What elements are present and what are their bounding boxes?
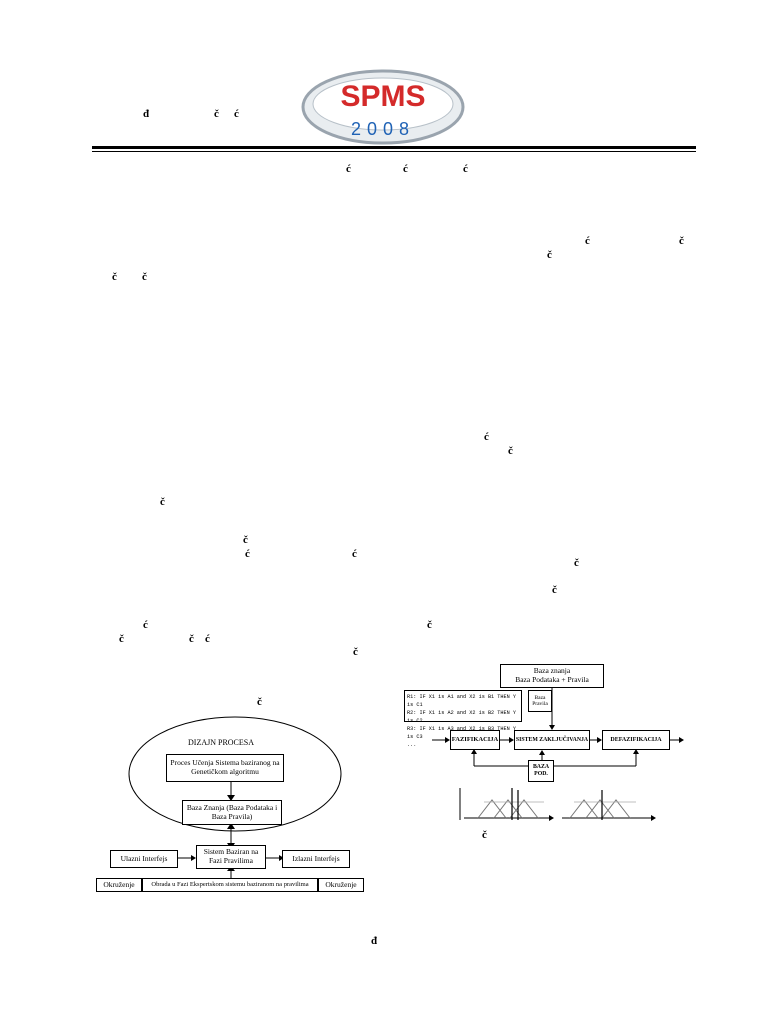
text-glyph: ć [245, 548, 250, 560]
knowledge-base-title: Baza znanja [533, 666, 571, 676]
text-glyph: č [257, 696, 262, 708]
text-glyph: č [142, 271, 147, 283]
rule-item: ... [407, 742, 417, 749]
text-glyph: č [353, 646, 358, 658]
text-glyph: č [679, 235, 684, 247]
input-interface-box: Ulazni Interfejs [110, 850, 178, 868]
text-glyph: ć [205, 633, 210, 645]
text-glyph: č [547, 249, 552, 261]
logo-year: 2008 [351, 119, 415, 139]
logo-text: SPMS [340, 80, 425, 113]
rule-item: R1: IF X1 is A1 and X2 is B1 THEN Y is C… [407, 694, 516, 709]
header-rule-thin [92, 151, 696, 152]
environment-right-box: Okruženje [318, 878, 364, 892]
text-glyph: č [119, 633, 124, 645]
header-rule-thick [92, 146, 696, 149]
knowledge-base-subtitle: Baza Podataka + Pravila [515, 675, 589, 684]
fuzzification-box: FAZIFIKACIJA [450, 730, 500, 750]
rule-base-box: Baza Pravila [528, 690, 552, 712]
text-glyph: č [552, 584, 557, 596]
output-interface-box: Izlazni Interfejs [282, 850, 350, 868]
text-glyph: č [189, 633, 194, 645]
header-glyph-d: đ [143, 108, 150, 120]
processing-box: Obrada u Fazi Ekspertskom sistemu bazira… [142, 878, 318, 892]
text-glyph: č [243, 534, 248, 546]
text-glyph: č [508, 445, 513, 457]
footer-glyph: đ [371, 935, 378, 947]
design-process-diagram: DIZAJN PROCESA Proces Učenja Sistema baz… [96, 716, 378, 894]
database-box: BAZA POD. [528, 760, 554, 782]
text-glyph: ć [143, 619, 148, 631]
design-process-title: DIZAJN PROCESA [188, 738, 255, 747]
header-glyph-c1: č [214, 108, 219, 120]
text-glyph: č [427, 619, 432, 631]
title-glyph: ć [346, 163, 351, 175]
text-glyph: č [160, 496, 165, 508]
inference-system-box: SISTEM ZAKLJUČIVANJA [514, 730, 590, 750]
figure-caption-glyph: č [482, 829, 487, 841]
text-glyph: ć [585, 235, 590, 247]
rules-list: R1: IF X1 is A1 and X2 is B1 THEN Y is C… [404, 690, 522, 748]
text-glyph: ć [352, 548, 357, 560]
text-glyph: č [574, 557, 579, 569]
text-glyph: ć [484, 431, 489, 443]
defuzzification-box: DEFAZIFIKACIJA [602, 730, 670, 750]
knowledge-base-box: Baza znanja Baza Podataka + Pravila [500, 664, 604, 688]
knowledge-base-box: Baza Znanja (Baza Podataka i Baza Pravil… [182, 800, 282, 825]
environment-left-box: Okruženje [96, 878, 142, 892]
fuzzy-system-diagram: Baza znanja Baza Podataka + Pravila Baza… [404, 662, 690, 828]
rule-item: R3: IF X1 is A3 and X2 is B3 THEN Y is C… [407, 726, 516, 741]
title-glyph: ć [463, 163, 468, 175]
header-glyph-c2: ć [234, 108, 239, 120]
text-glyph: č [112, 271, 117, 283]
rule-item: R2: IF X1 is A2 and X2 is B2 THEN Y is C… [407, 710, 516, 725]
fuzzy-system-box: Sistem Baziran na Fazi Pravilima [196, 845, 266, 869]
title-glyph: ć [403, 163, 408, 175]
spms-logo: SPMS 2008 [300, 68, 466, 146]
learning-process-box: Proces Učenja Sistema baziranog na Genet… [166, 754, 284, 782]
